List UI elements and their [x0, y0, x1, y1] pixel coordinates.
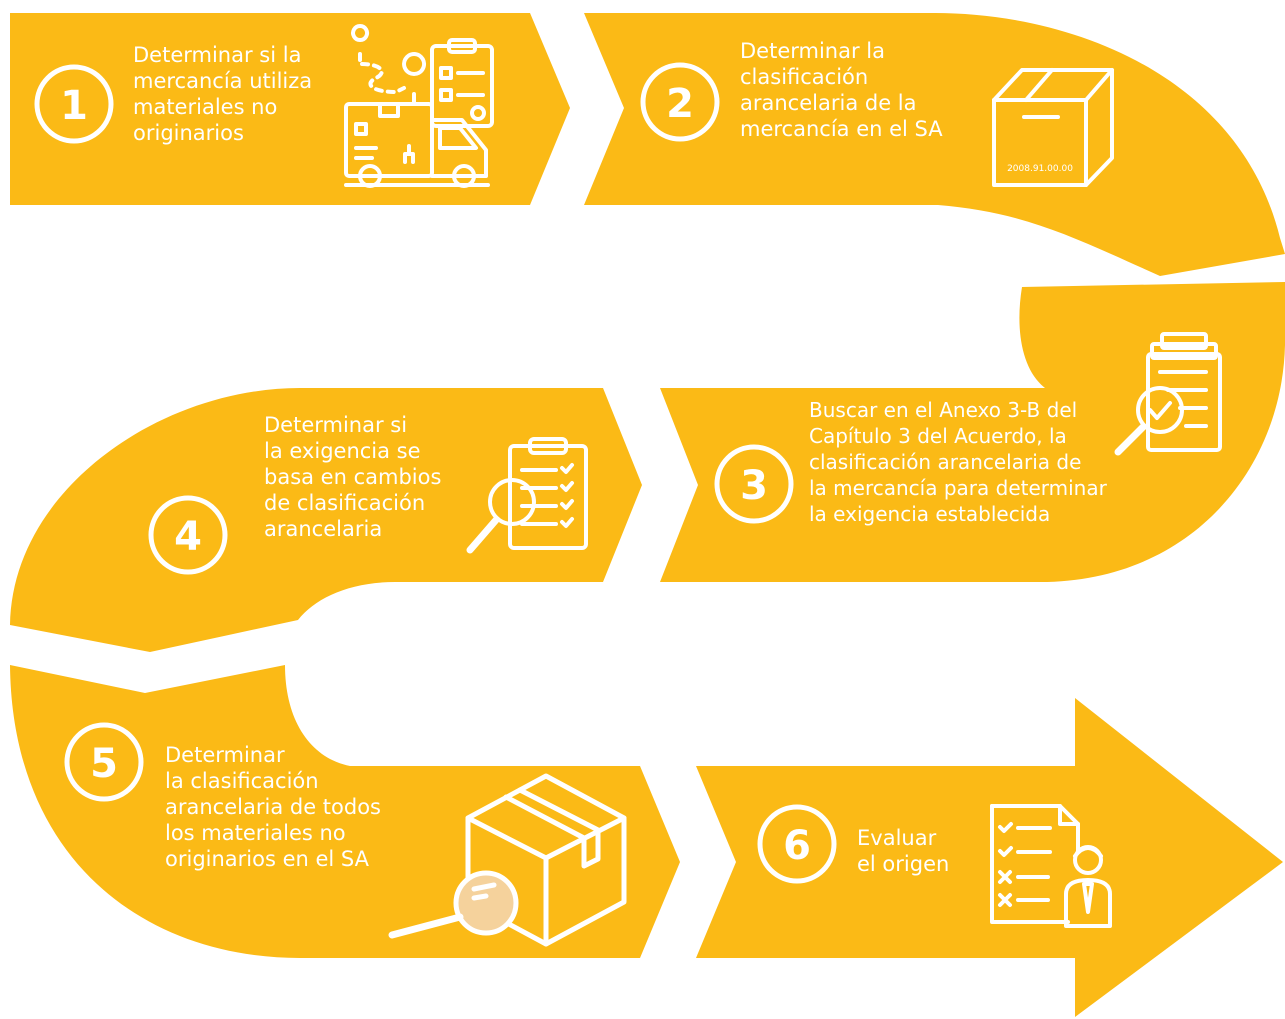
clipboard-magnifier-icon: [466, 437, 588, 554]
step-6-line: el origen: [857, 852, 950, 876]
badge-number-4: 4: [174, 514, 202, 560]
badge-circle-6: [757, 804, 837, 884]
step-1-text: Determinar si la mercancía utiliza mater…: [133, 42, 312, 146]
badge-number-1: 1: [60, 83, 88, 129]
step-2-line: Determinar la: [740, 39, 885, 63]
badge-circle-3: [714, 444, 794, 524]
step-1-line: originarios: [133, 121, 244, 145]
document-check-magnifier-icon: [1114, 332, 1222, 456]
step-4-line: basa en cambios: [264, 465, 442, 489]
step-6-line: Evaluar: [857, 826, 937, 850]
step-1-line: materiales no: [133, 95, 278, 119]
box-magnifier-icon: [388, 773, 627, 947]
step-4-line: la exigencia se: [264, 439, 421, 463]
step-3-line: la mercancía para determinar: [809, 476, 1107, 500]
band-row3-arrow: [696, 698, 1283, 1017]
badge-number-2: 2: [666, 81, 694, 127]
step-2-text: Determinar la clasificación arancelaria …: [740, 38, 943, 142]
badge-circle-4: [148, 495, 228, 575]
badge-number-5: 5: [90, 741, 118, 787]
step-3-line: clasificación arancelaria de: [809, 450, 1082, 474]
step-3-line: la exigencia establecida: [809, 502, 1051, 526]
step-2-line: clasificación: [740, 65, 869, 89]
badge-circle-2: [640, 62, 720, 142]
step-6-text: Evaluar el origen: [857, 825, 949, 877]
step-5-text: Determinar la clasificación arancelaria …: [165, 742, 381, 872]
box-code: 2008.91.00.00: [1007, 164, 1073, 174]
step-1-line: mercancía utiliza: [133, 69, 313, 93]
step-3-line: Buscar en el Anexo 3-B del: [809, 398, 1078, 422]
band-row2-left: [10, 388, 642, 652]
step-5-line: originarios en el SA: [165, 847, 370, 871]
step-1-line: Determinar si la: [133, 43, 302, 67]
badge-circle-1: [34, 64, 114, 144]
badge-number-6: 6: [783, 823, 811, 869]
step-4-line: Determinar si: [264, 413, 408, 437]
step-5-line: arancelaria de todos: [165, 795, 381, 819]
badge-circle-5: [64, 722, 144, 802]
step-5-line: Determinar: [165, 743, 285, 767]
box-icon: [992, 68, 1114, 187]
delivery-truck-checklist-icon: [344, 24, 494, 188]
step-4-line: arancelaria: [264, 517, 383, 541]
checklist-person-icon: [990, 804, 1112, 928]
badge-number-3: 3: [740, 463, 768, 509]
band-row2-right: [660, 282, 1285, 582]
step-5-line: los materiales no: [165, 821, 346, 845]
step-2-line: arancelaria de la: [740, 91, 917, 115]
step-5-line: la clasificación: [165, 769, 319, 793]
step-4-line: de clasificación: [264, 491, 426, 515]
step-2-line: mercancía en el SA: [740, 117, 943, 141]
step-3-text: Buscar en el Anexo 3-B del Capítulo 3 de…: [809, 397, 1107, 527]
step-3-line: Capítulo 3 del Acuerdo, la: [809, 424, 1067, 448]
step-4-text: Determinar si la exigencia se basa en ca…: [264, 412, 441, 542]
band-row1-right: [584, 13, 1285, 276]
